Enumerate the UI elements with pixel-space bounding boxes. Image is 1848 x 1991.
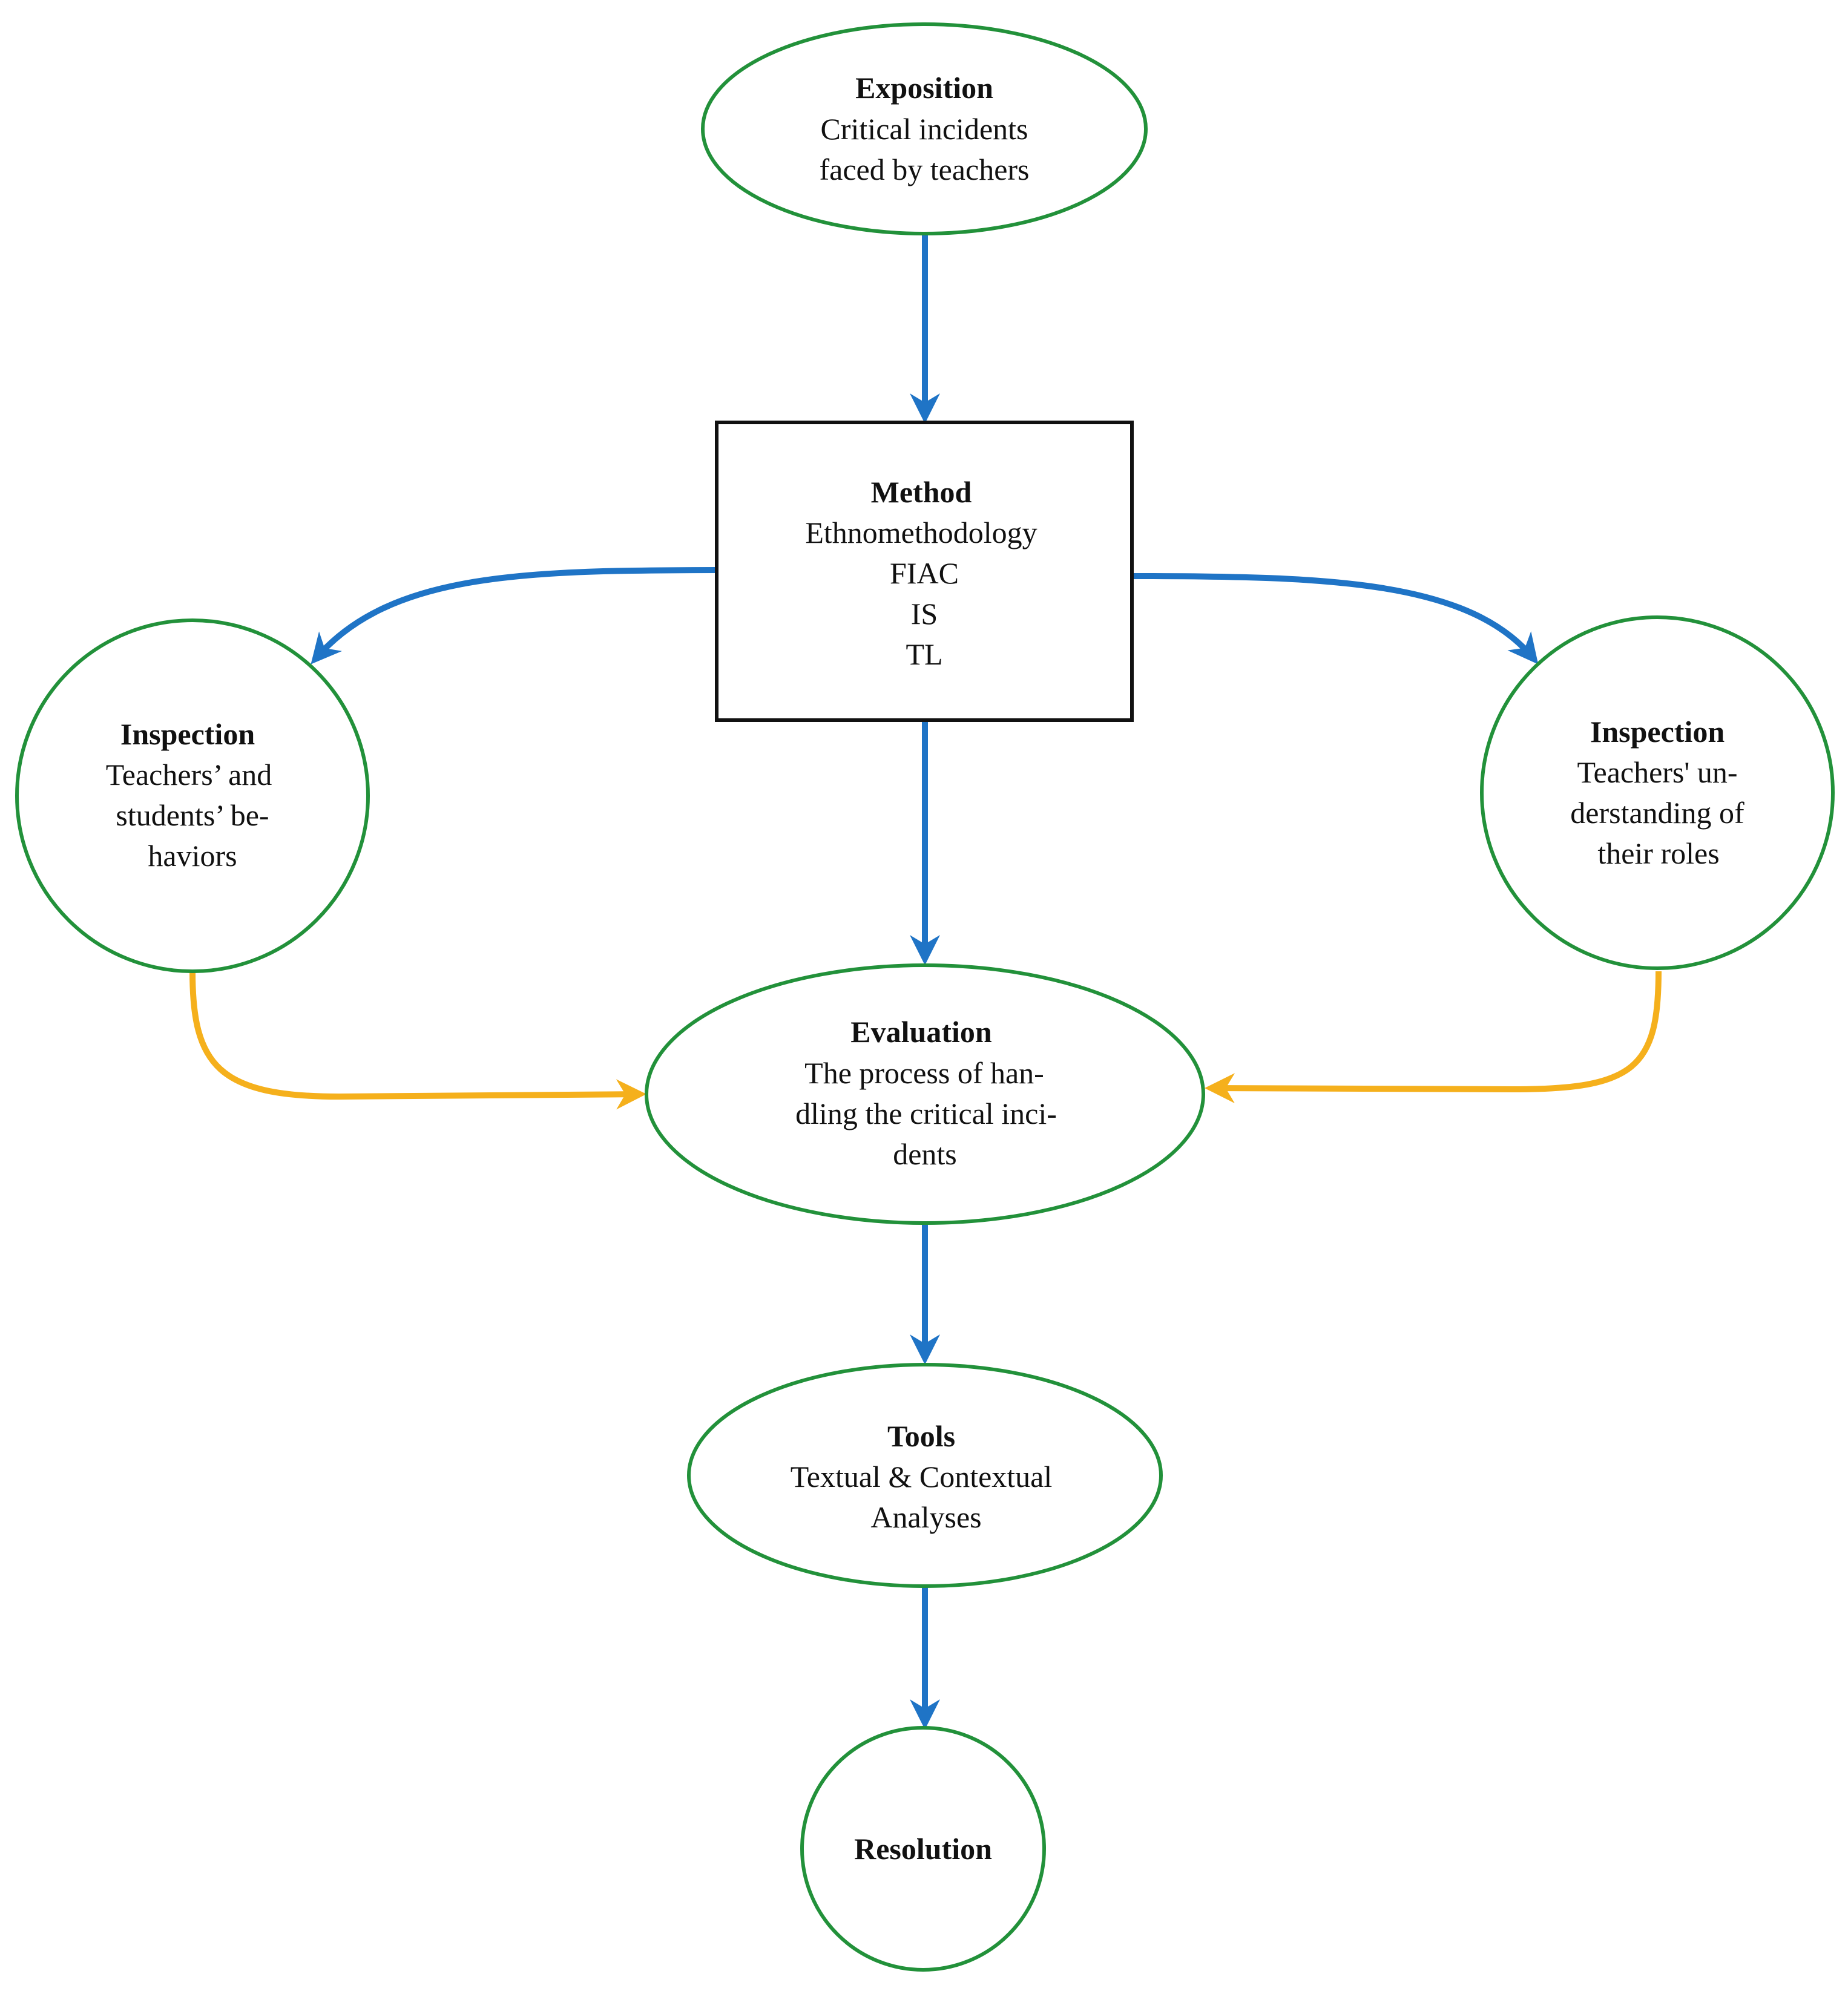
edge-inspection-left-to-evaluation [189,971,646,1110]
tools-shape [687,1363,1163,1588]
node-exposition: Exposition Critical incidents faced by t… [701,22,1148,235]
node-inspection-left: Inspection Teachers’ and students’ be- h… [15,618,370,973]
tools-title: Tools [887,1419,955,1453]
edge-method-to-inspection-left [311,567,717,664]
method-line-2: FIAC [890,556,959,590]
edge-inspection-right-to-evaluation [1205,971,1662,1104]
exposition-line-2: faced by teachers [820,153,1030,186]
resolution-title: Resolution [854,1832,992,1866]
method-title: Method [871,475,972,509]
inspection-left-line-2: students’ be- [116,798,269,832]
tools-line-1: Textual & Contextual [791,1460,1053,1494]
inspection-right-title: Inspection [1590,715,1725,749]
method-shape [715,421,1134,722]
evaluation-line-1: The process of han- [804,1056,1044,1090]
evaluation-line-2: dling the critical inci- [795,1097,1057,1130]
method-line-1: Ethnomethodology [805,516,1037,549]
resolution-shape [800,1726,1046,1972]
node-inspection-right: Inspection Teachers' un- derstanding of … [1480,615,1835,970]
node-tools: Tools Textual & Contextual Analyses [687,1363,1163,1588]
evaluation-title: Evaluation [850,1015,992,1049]
inspection-left-title: Inspection [120,717,255,751]
inspection-left-line-1: Teachers’ and [106,758,272,792]
node-method: Method Ethnomethodology FIAC IS TL [715,421,1134,722]
node-evaluation: Evaluation The process of han- dling the… [645,963,1205,1225]
exposition-title: Exposition [855,71,993,105]
exposition-line-1: Critical incidents [821,112,1028,146]
node-resolution: Resolution [800,1726,1046,1972]
method-line-4: TL [906,637,942,671]
evaluation-line-3: dents [893,1137,957,1171]
inspection-right-shape [1480,615,1835,970]
inspection-right-line-1: Teachers' un- [1577,755,1737,789]
inspection-left-line-3: haviors [148,839,237,873]
inspection-right-line-3: their roles [1597,836,1719,870]
inspection-right-line-2: derstanding of [1570,796,1744,830]
exposition-shape [701,22,1148,235]
evaluation-shape [645,963,1205,1225]
tools-line-2: Analyses [870,1500,981,1534]
edge-method-to-inspection-right [1132,573,1539,664]
method-line-3: IS [911,597,938,631]
inspection-left-shape [15,618,370,973]
edges [189,235,1662,1730]
